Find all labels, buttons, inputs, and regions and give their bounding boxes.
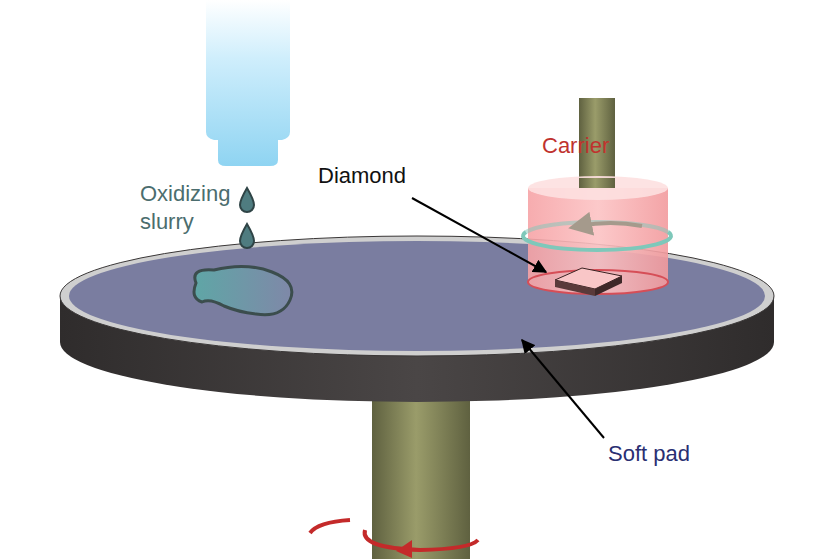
arrow-head — [396, 540, 412, 558]
spindle — [372, 380, 470, 559]
diamond-side — [555, 280, 595, 296]
part-label: Diamond — [318, 162, 406, 190]
diamond-side — [595, 276, 622, 296]
slurry-nozzle — [206, 0, 290, 166]
leader-line — [522, 340, 604, 438]
rotation-arrow — [365, 530, 478, 550]
carrier-label: Carrier — [542, 132, 609, 160]
rotation-orbit — [523, 232, 671, 250]
carrier-shaft — [579, 178, 615, 188]
pad-label: Soft pad — [608, 440, 690, 468]
carrier-body — [528, 188, 668, 294]
leader-line — [412, 198, 546, 272]
slurry-drop — [240, 188, 254, 212]
slurry-drop — [240, 224, 254, 248]
rotation-orbit — [526, 222, 668, 232]
slurry-puddle — [194, 266, 292, 314]
rotation-arrow — [580, 223, 642, 226]
carrier-top — [528, 176, 668, 200]
slurry-label: Oxidizing slurry — [140, 180, 230, 236]
rotation-arrow — [310, 520, 350, 533]
